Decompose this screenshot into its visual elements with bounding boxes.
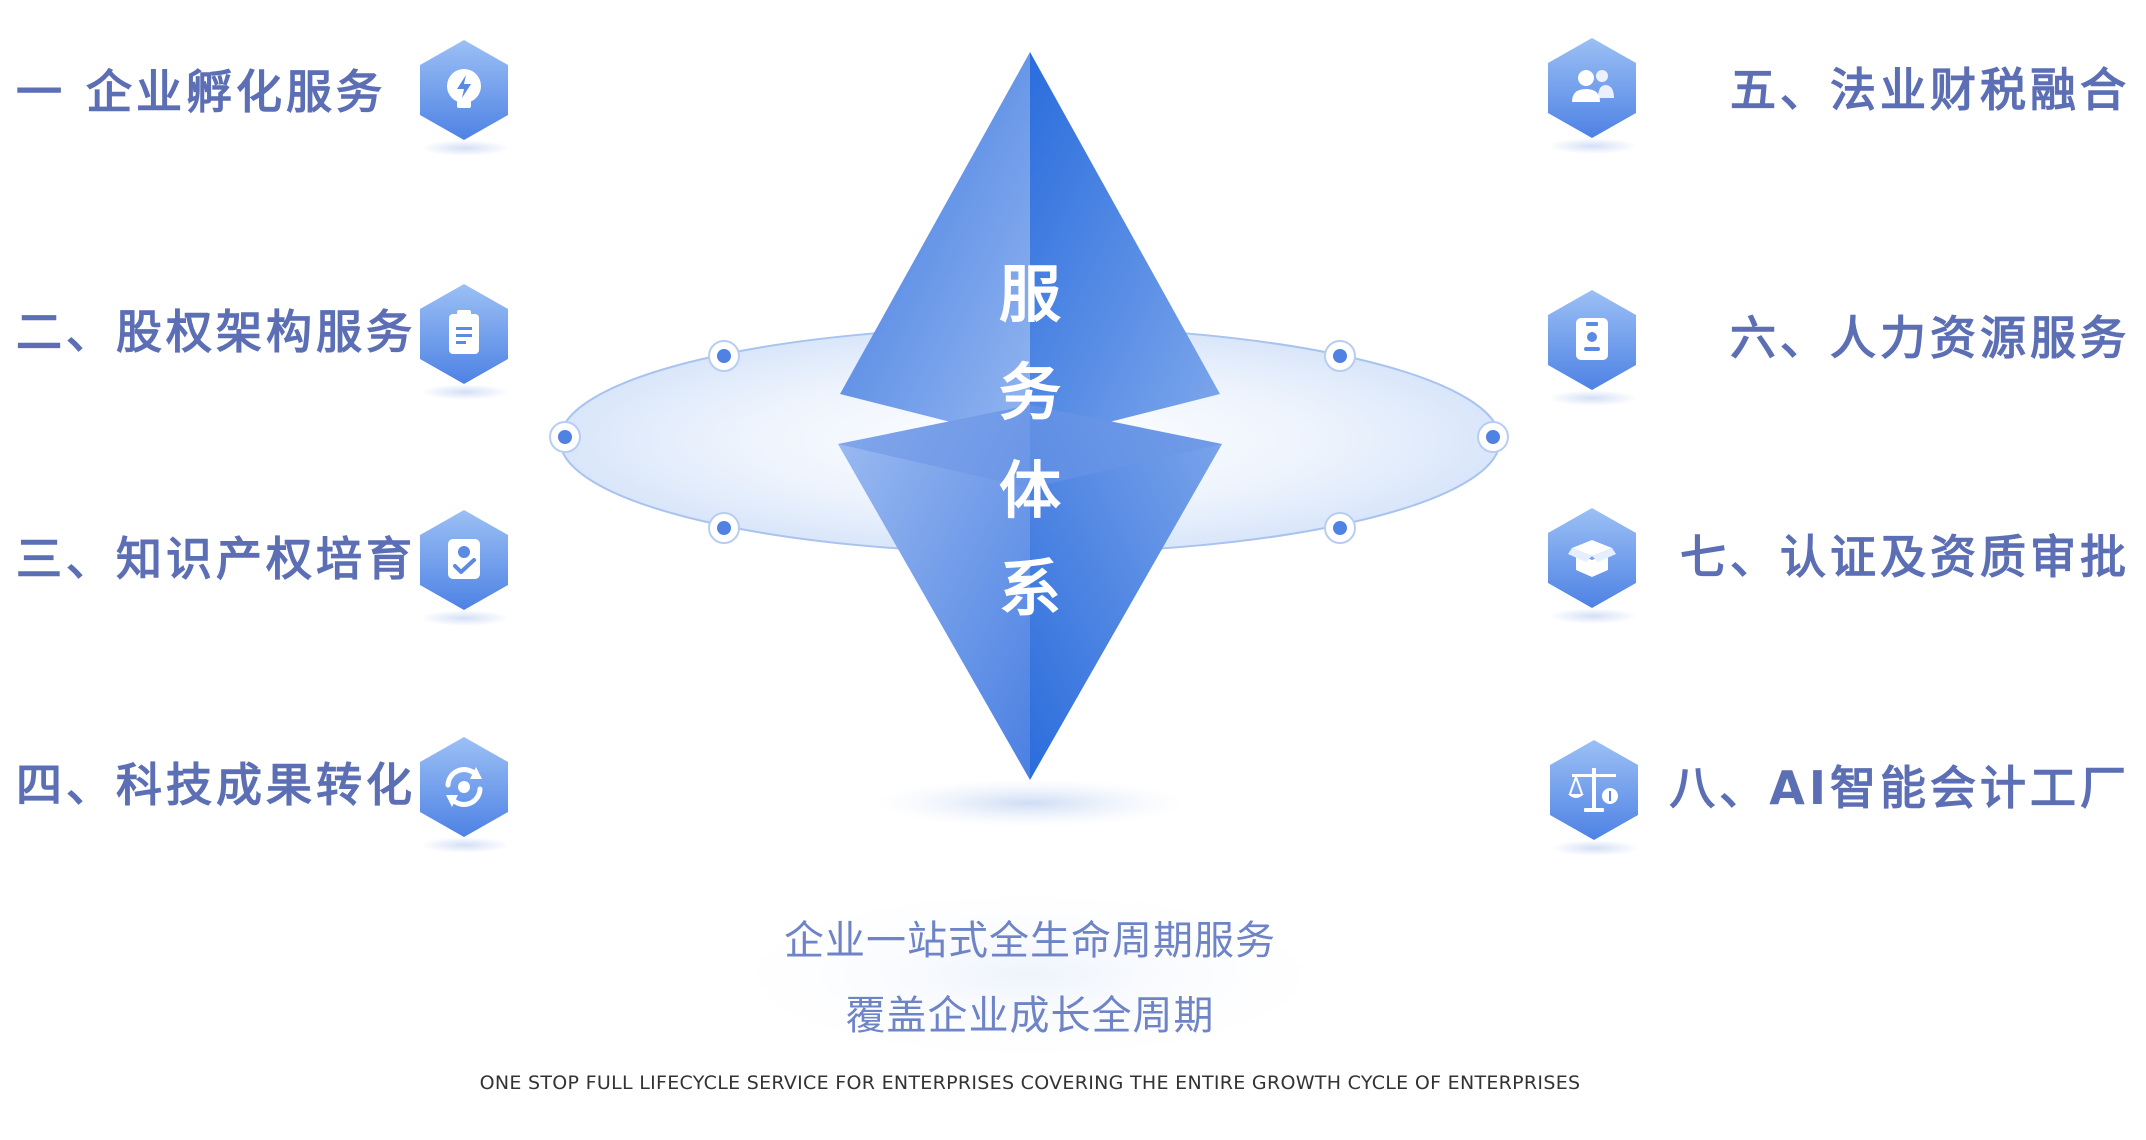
service-7-hex-button[interactable]: [1546, 506, 1638, 610]
hex-shadow: [420, 384, 510, 400]
orbit-node-lower-left: [708, 512, 740, 544]
document-icon: [449, 310, 479, 354]
orbit-node-right: [1477, 421, 1509, 453]
hex-shadow: [1548, 608, 1638, 624]
service-8-hex-button[interactable]: [1548, 738, 1640, 842]
hex-shadow: [1548, 138, 1638, 154]
hex-shadow: [420, 610, 510, 626]
hex-shadow: [1548, 390, 1638, 406]
refresh-cycle-icon: [445, 767, 483, 807]
orbit-node-upper-left: [708, 340, 740, 372]
scale-icon: [1568, 768, 1618, 812]
service-label-7: 七、认证及资质审批: [1680, 530, 2130, 584]
service-5-hex-button[interactable]: [1546, 36, 1638, 140]
hex-shadow: [420, 837, 510, 853]
orbit-node-left: [549, 421, 581, 453]
service-label-6: 六、人力资源服务: [1730, 311, 2130, 365]
service-label-2: 二、股权架构服务: [16, 305, 416, 359]
center-title-char: 体: [998, 454, 1061, 527]
service-6-hex-button[interactable]: [1546, 288, 1638, 392]
service-label-5: 五、法业财税融合: [1730, 63, 2130, 117]
service-1-hex-button[interactable]: [418, 38, 510, 142]
hex-shadow: [420, 140, 510, 156]
bulb-icon: [447, 69, 481, 108]
id-card-icon: [1576, 318, 1608, 360]
users-icon: [1572, 70, 1614, 102]
service-3-hex-button[interactable]: [418, 508, 510, 612]
service-label-8: 八、AI智能会计工厂: [1669, 761, 2130, 815]
service-label-4: 四、科技成果转化: [16, 758, 416, 812]
english-tagline: ONE STOP FULL LIFECYCLE SERVICE FOR ENTE…: [479, 1072, 1581, 1094]
service-label-3: 三、知识产权培育: [16, 532, 416, 586]
service-2-hex-button[interactable]: [418, 282, 510, 386]
tagline-line-1: 企业一站式全生命周期服务: [784, 918, 1276, 964]
center-diamond: [838, 52, 1222, 780]
orbit-node-lower-right: [1324, 512, 1356, 544]
service-label-1: 一 企业孵化服务: [16, 65, 387, 119]
service-4-hex-button[interactable]: [418, 735, 510, 839]
center-title-char: 服: [998, 258, 1061, 331]
center-title-char: 系: [998, 552, 1061, 625]
center-title-char: 务: [998, 356, 1061, 429]
orbit-node-upper-right: [1324, 340, 1356, 372]
box-icon: [1568, 540, 1616, 577]
center-title: 服 务 体 系: [990, 246, 1070, 638]
hex-shadow: [1550, 840, 1640, 856]
badge-check-icon: [448, 539, 480, 579]
tagline-line-2: 覆盖企业成长全周期: [845, 993, 1215, 1039]
diamond-shadow: [875, 779, 1185, 827]
